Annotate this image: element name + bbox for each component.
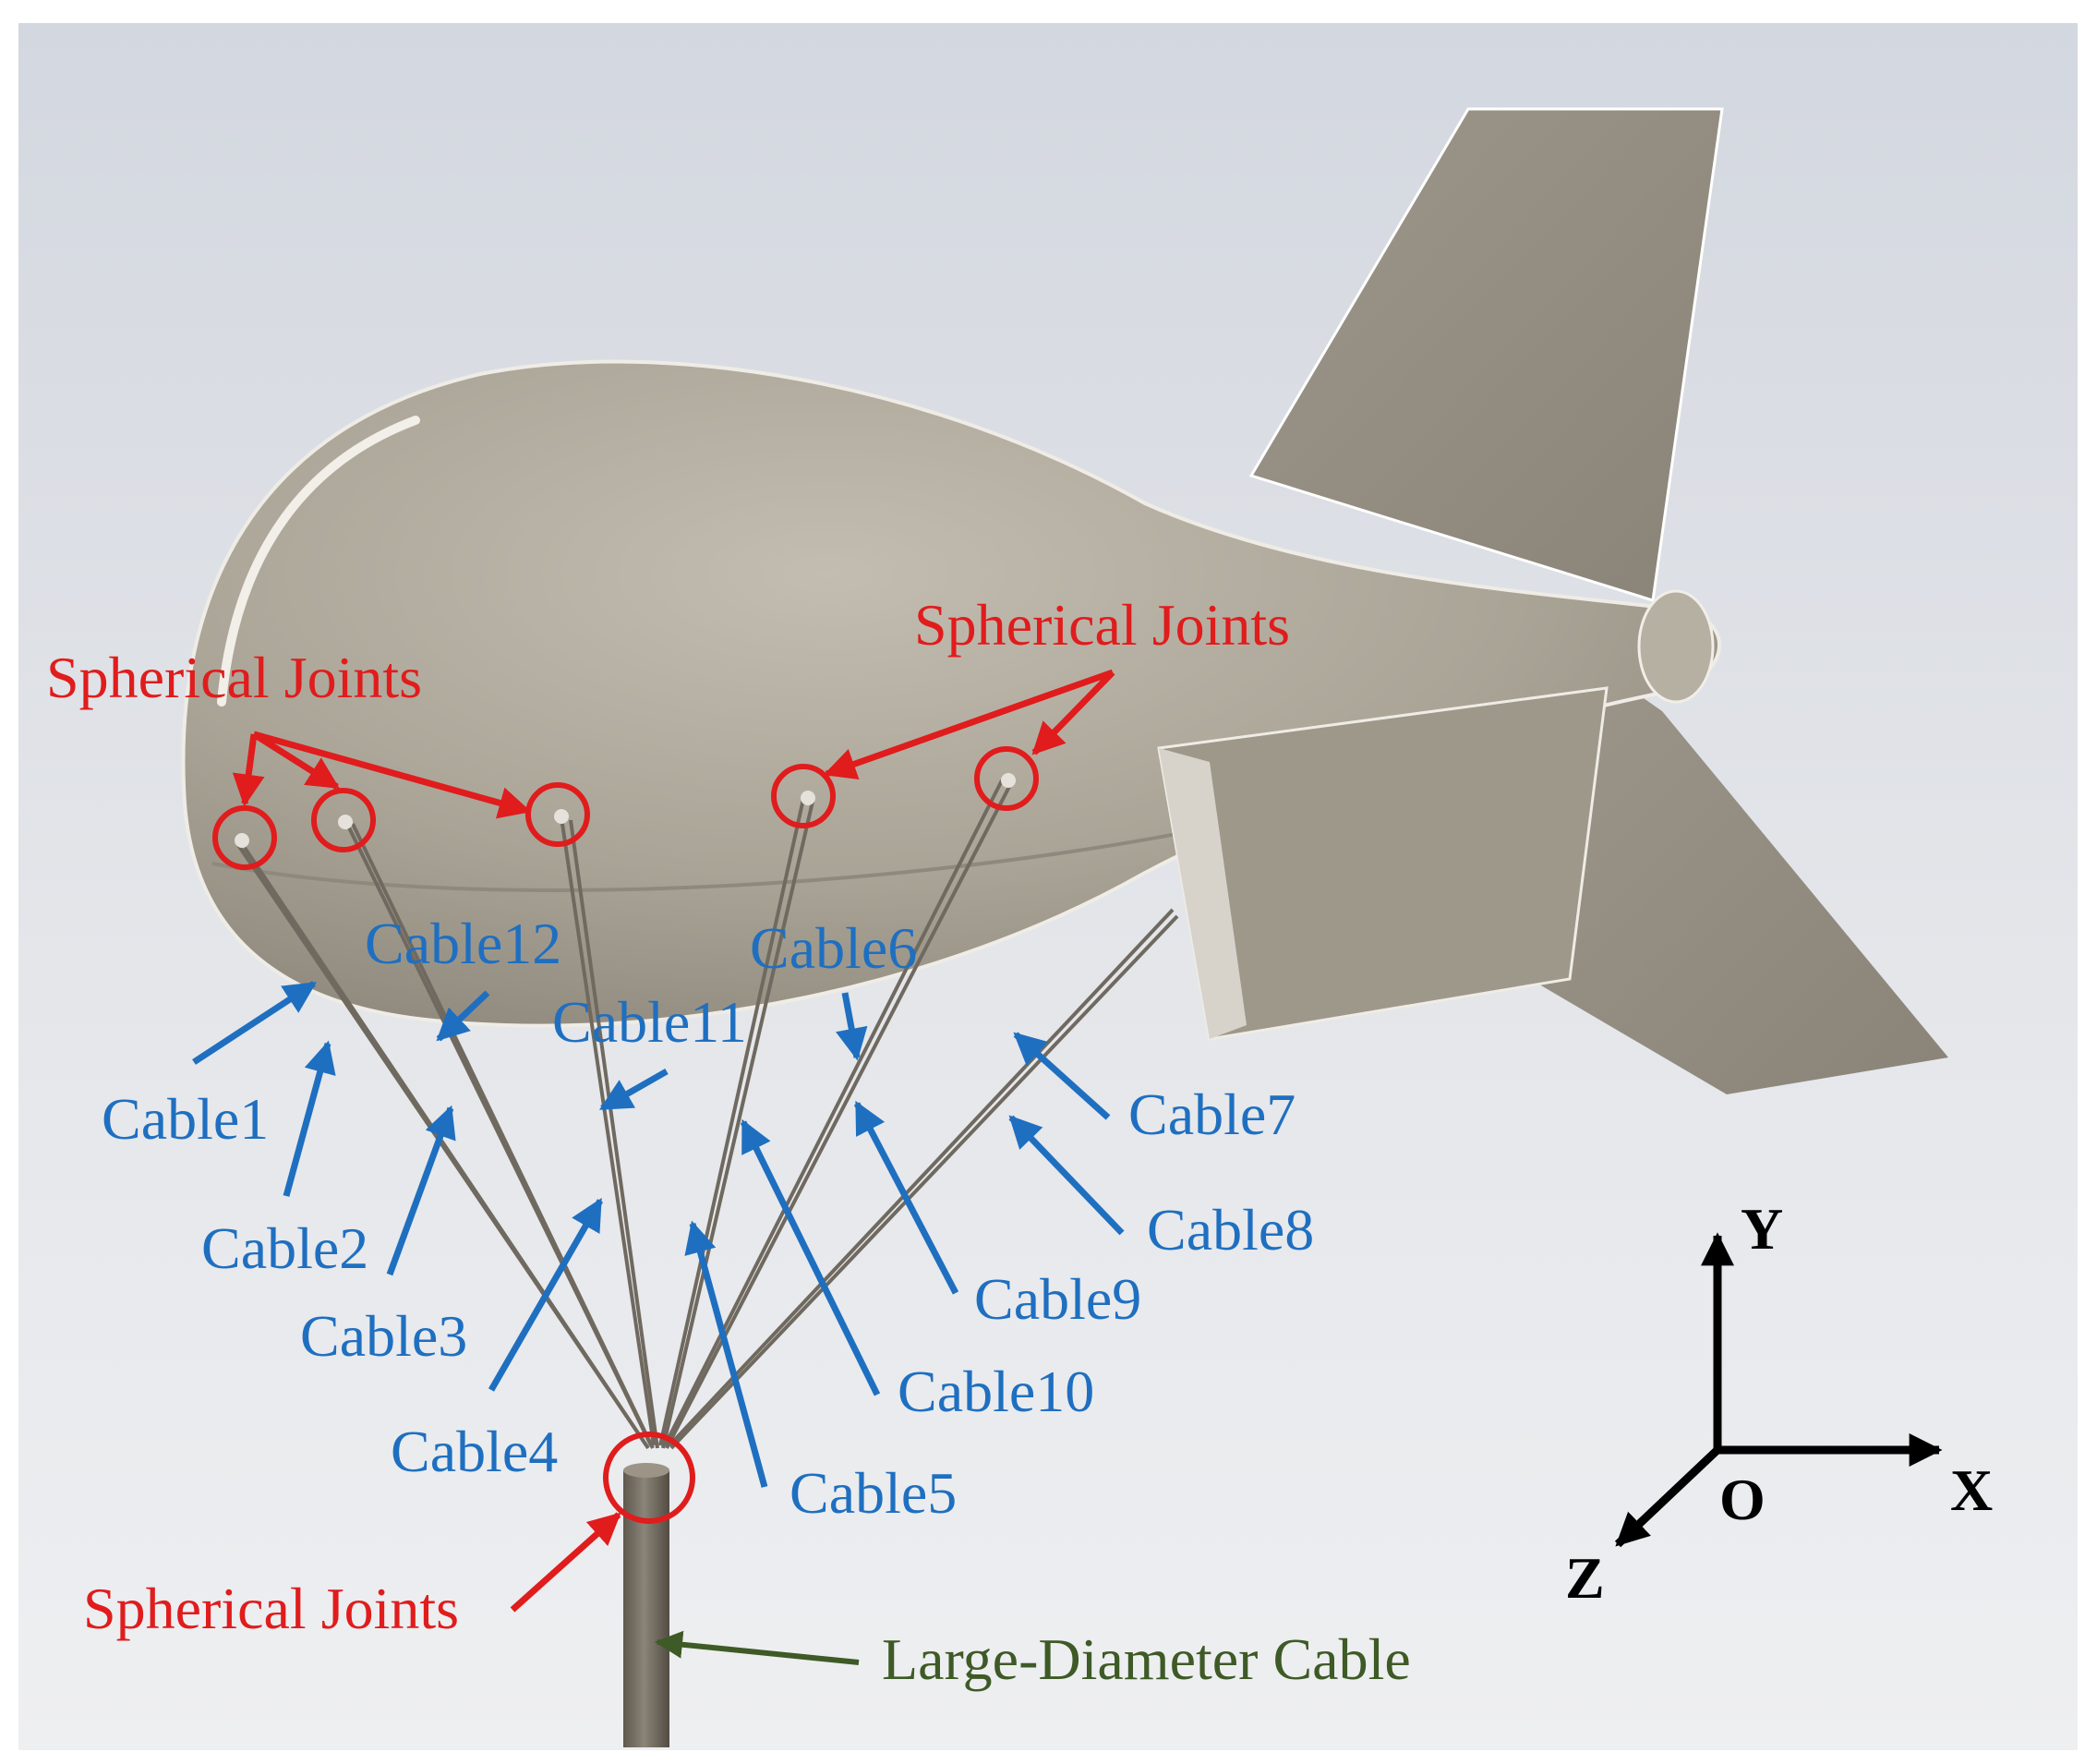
coordinate-axes: Y X Z O (1565, 1196, 1993, 1611)
cable10-arrow (740, 1118, 881, 1396)
cable8-arrow (1008, 1115, 1125, 1236)
cable6-label: Cable6 (750, 915, 917, 981)
cable3-label: Cable3 (300, 1303, 467, 1369)
cable-labels: Cable1 Cable2 Cable3 Cable4 Cable5 Cable… (102, 911, 1314, 1526)
tether-cable-5 (560, 816, 656, 1446)
joint-ball-5 (1001, 773, 1016, 788)
tail-cone (1637, 589, 1715, 704)
joint-circle-1 (212, 805, 277, 870)
spherical-joints-label-right: Spherical Joints (914, 592, 1290, 658)
tether-cable-4 (351, 823, 655, 1449)
joint-ball-1 (235, 833, 249, 848)
joint-circle-6 (603, 1432, 695, 1524)
cable2-arrow (283, 1040, 336, 1197)
cable1-arrow (192, 981, 317, 1065)
joint-circle-2 (311, 788, 376, 852)
origin-label: O (1719, 1467, 1766, 1532)
tether-cable-2 (243, 846, 650, 1450)
cable12-arrow (436, 990, 490, 1042)
main-cable-arrow (655, 1630, 860, 1665)
joint-ball-3 (554, 809, 569, 824)
z-axis (1614, 1444, 1723, 1548)
y-axis-label: Y (1741, 1196, 1783, 1262)
tether-cable-11 (668, 908, 1175, 1447)
spherical-joints-label-left: Spherical Joints (46, 645, 422, 710)
hull-highlight (217, 416, 420, 707)
joint-arrow-left-3 (253, 731, 532, 819)
main-cable-top (623, 1463, 669, 1478)
joint-arrows (232, 669, 1115, 1613)
cable5-label: Cable5 (789, 1460, 957, 1526)
joint-arrow-right-1 (823, 669, 1115, 779)
cable8-label: Cable8 (1147, 1197, 1314, 1263)
upper-fin (1248, 107, 1724, 602)
cable2-label: Cable2 (201, 1215, 368, 1281)
cable11-label: Cable11 (552, 989, 747, 1055)
tether-cable-7 (658, 798, 805, 1446)
spherical-joints-label-bottom: Spherical Joints (83, 1576, 459, 1641)
cable6-arrow (836, 992, 868, 1061)
joint-balls (235, 773, 1016, 848)
joint-arrow-bottom (510, 1512, 621, 1613)
joint-ball-2 (338, 815, 353, 829)
cable4-label: Cable4 (391, 1419, 558, 1484)
hull-seam (211, 829, 1192, 892)
x-axis-label: X (1950, 1457, 1993, 1523)
cable9-label: Cable9 (974, 1266, 1141, 1332)
cable12-label: Cable12 (365, 911, 561, 976)
joint-ball-4 (801, 791, 815, 805)
tether-cable-12 (669, 914, 1179, 1450)
z-axis-label: Z (1565, 1545, 1605, 1611)
cable4-arrow (488, 1197, 604, 1392)
cable5-arrow (684, 1220, 768, 1488)
cable1-label: Cable1 (102, 1086, 269, 1152)
tether-cable-6 (569, 819, 659, 1449)
large-diameter-cable-label: Large-Diameter Cable (882, 1626, 1411, 1692)
cable11-arrow (598, 1068, 669, 1112)
right-lower-fin (1514, 646, 1948, 1094)
cable-arrows (192, 981, 1125, 1488)
cable7-arrow (1013, 1032, 1111, 1120)
cable9-arrow (853, 1100, 959, 1295)
left-lower-fin (1157, 686, 1609, 1041)
tether-cable-8 (661, 801, 814, 1449)
cable3-arrow (386, 1105, 456, 1276)
joint-circle-4 (771, 764, 836, 828)
left-fin-bevel (1159, 748, 1247, 1039)
joint-arrow-left-1 (232, 733, 265, 807)
large-diameter-cable (623, 1470, 669, 1747)
cable10-label: Cable10 (898, 1359, 1094, 1424)
joint-circle-5 (974, 746, 1039, 811)
joint-arrow-left-2 (252, 731, 340, 790)
cable7-label: Cable7 (1128, 1081, 1296, 1147)
aerostat (181, 107, 1948, 1094)
joint-arrow-right-2 (1031, 670, 1115, 755)
